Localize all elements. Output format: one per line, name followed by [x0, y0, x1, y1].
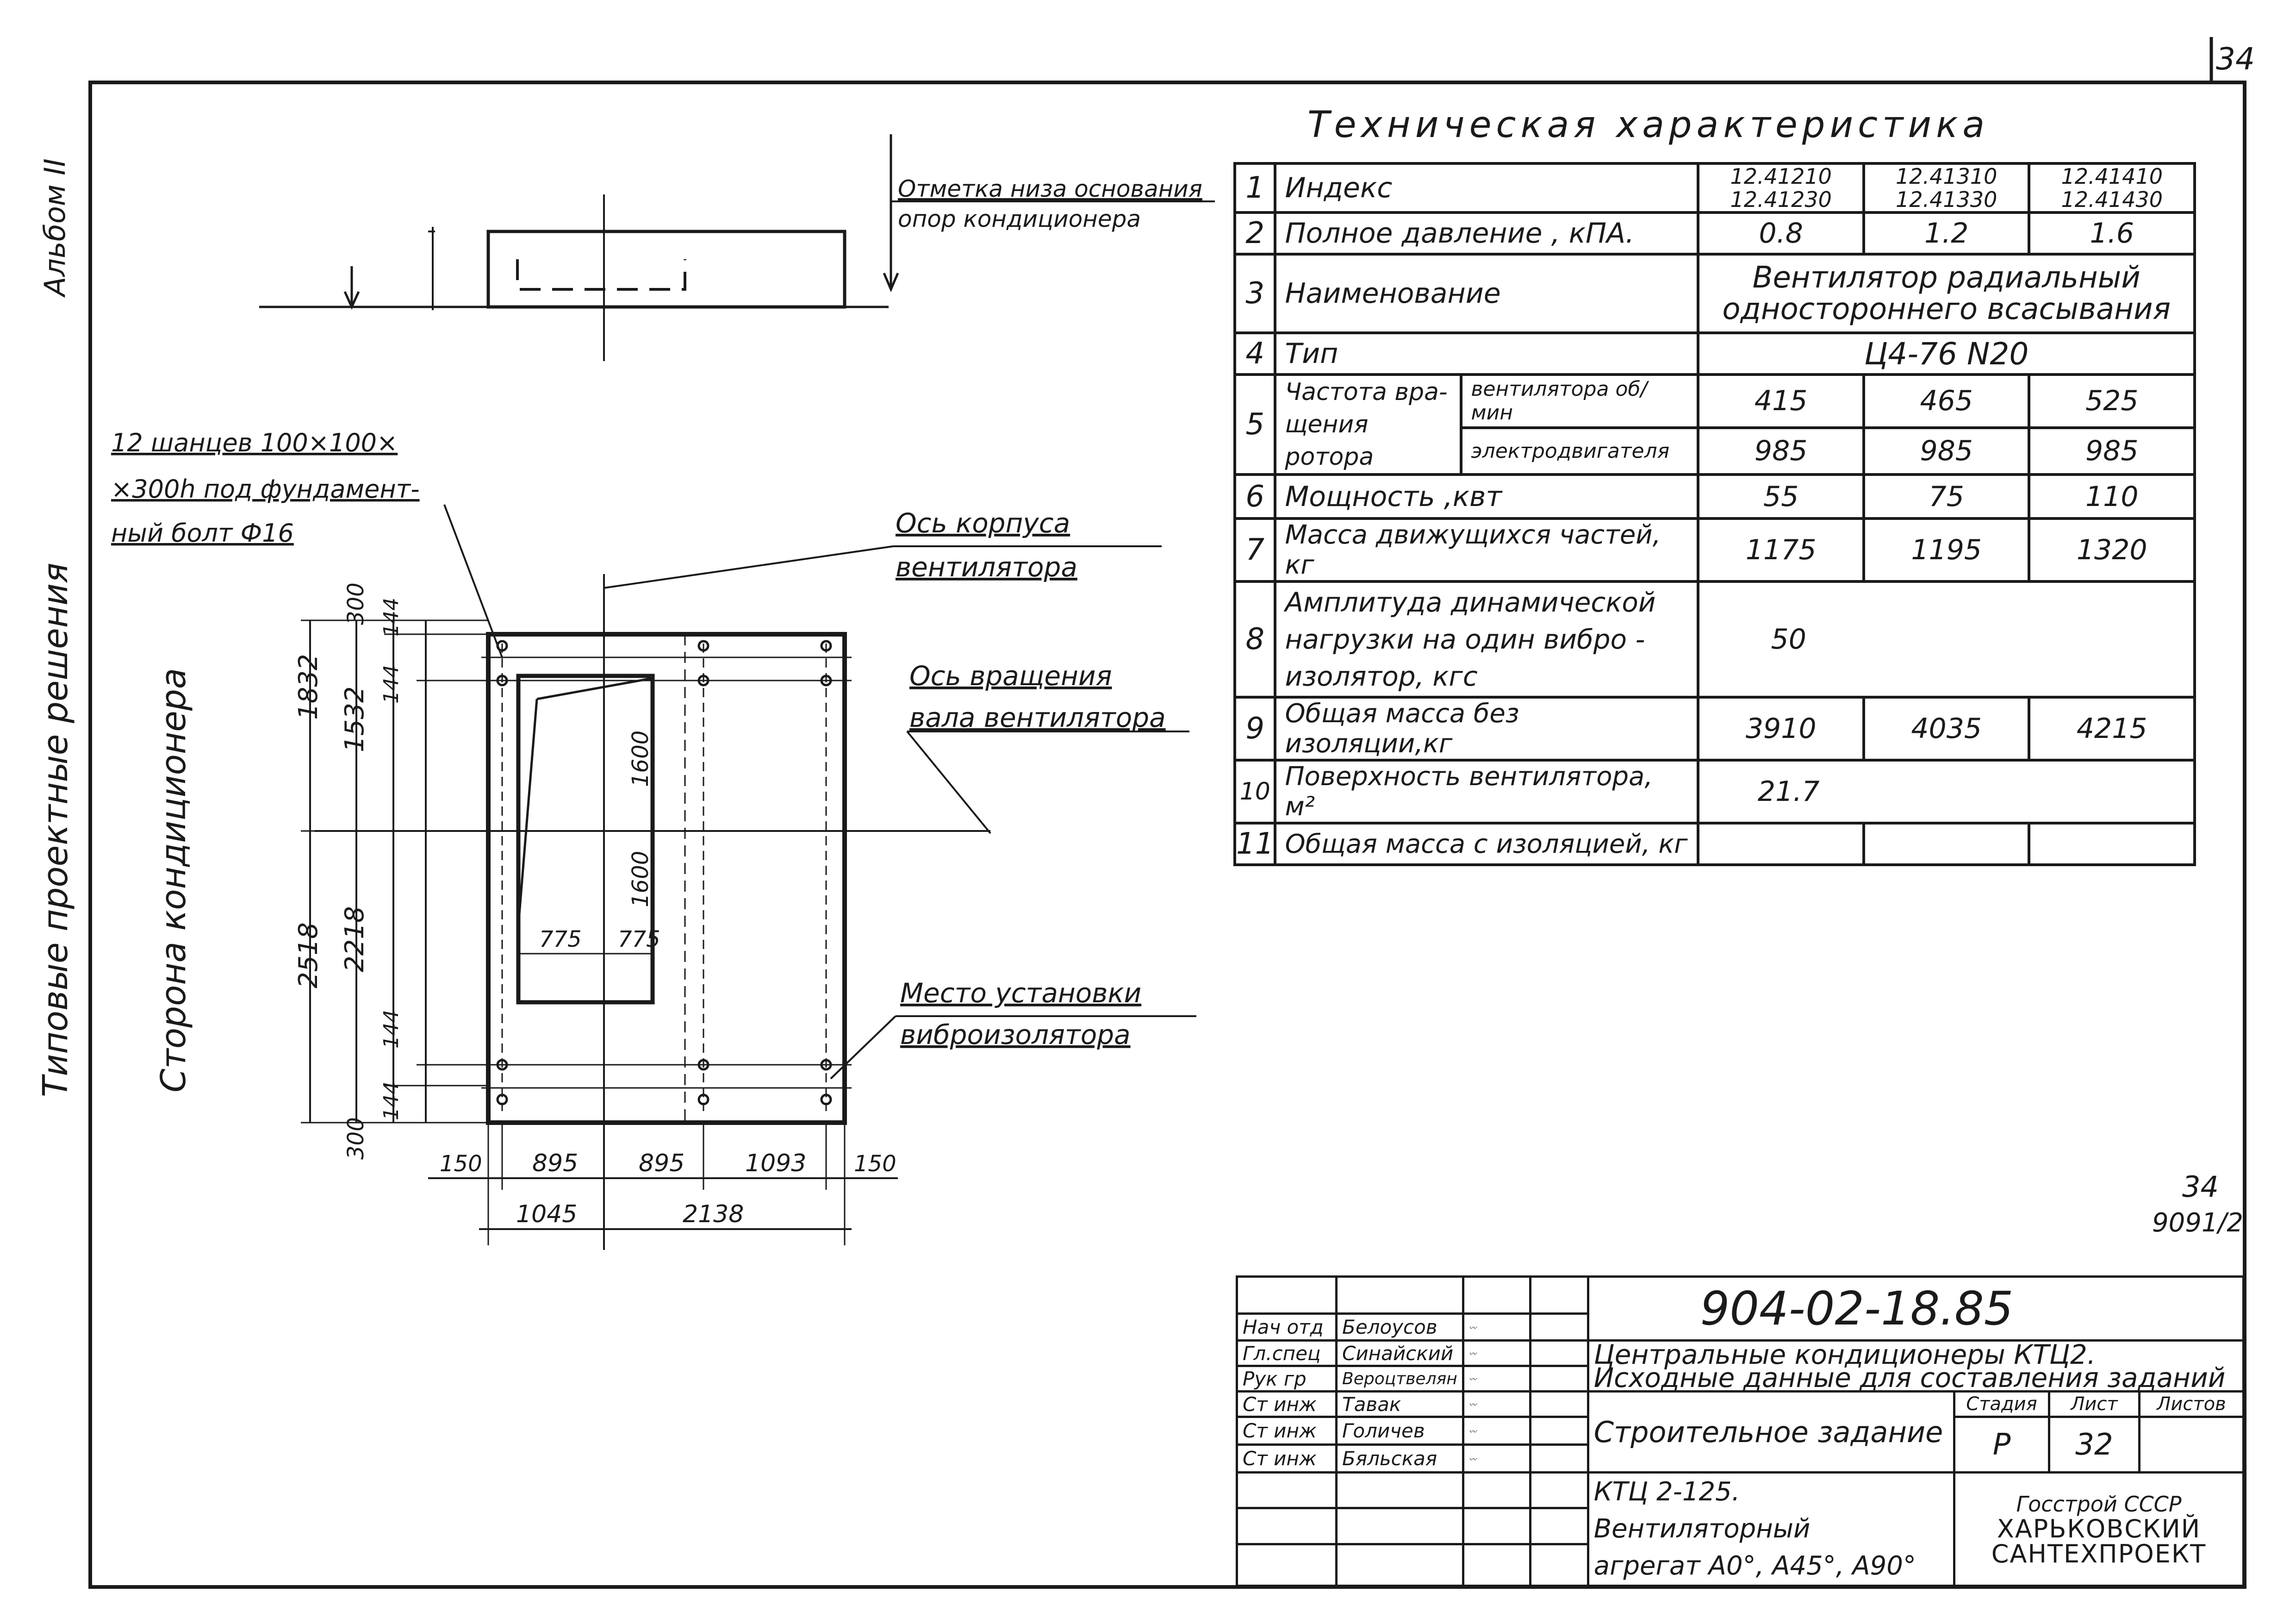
dim-150-left: 150: [440, 1151, 482, 1177]
dim-775-a: 775: [539, 926, 582, 952]
dim-1093: 1093: [745, 1149, 806, 1177]
dim-2218: 2218: [340, 906, 370, 972]
page-corner-number: 34: [2216, 41, 2255, 77]
spec-row-9: 9 Общая масса без изоляции,кг 3910 4035 …: [1233, 696, 2196, 762]
dim-150-right: 150: [854, 1151, 896, 1177]
org-line-3: САНТЕХПРОЕКТ: [1991, 1539, 2207, 1568]
doc-ref-top: 34: [2182, 1170, 2219, 1204]
role-2: Гл.спец: [1236, 1339, 1338, 1367]
dim-895-b: 895: [639, 1149, 684, 1177]
spec-row-6: 6 Мощность ,квт 55 75 110: [1233, 473, 2196, 520]
dim-2518: 2518: [293, 922, 324, 988]
dim-1532: 1532: [340, 686, 370, 752]
signature-1: 〰: [1468, 1323, 1476, 1332]
name-1: Белоусов: [1335, 1312, 1464, 1342]
dim-2138: 2138: [683, 1200, 744, 1228]
spec-title: Техническая характеристика: [1307, 104, 1989, 146]
bolt-note-1: 12 шанцев 100×100×: [111, 428, 398, 457]
top-elevation-view: [259, 134, 1215, 361]
role-4: Ст инж: [1236, 1390, 1338, 1418]
sheets-total: [2138, 1416, 2245, 1474]
dim-1832: 1832: [293, 654, 324, 720]
album-label: Альбом II: [38, 158, 72, 298]
signature-5: 〰: [1468, 1427, 1476, 1436]
dim-144-a: 144: [380, 598, 403, 637]
unit-name: КТЦ 2-125. Вентиляторный агрегат А0°, А4…: [1587, 1471, 1956, 1587]
spec-row-5b: электродвигателя 985 985 985: [1235, 426, 2196, 476]
spec-row-11: 11 Общая масса с изоляцией, кг: [1233, 822, 2196, 866]
org-line-1: Госстрой СССР: [2016, 1492, 2182, 1517]
sheet-number: 32: [2048, 1416, 2140, 1474]
organization: Госстрой СССР ХАРЬКОВСКИЙ САНТЕХПРОЕКТ: [1953, 1471, 2245, 1587]
dim-144-d: 144: [380, 1081, 403, 1120]
spec-row-3: 3 Наименование Вентилятор радиальный одн…: [1233, 253, 2196, 334]
dim-1600-a: 1600: [628, 731, 653, 787]
elevation-note-2: опор кондиционера: [898, 206, 1141, 232]
isolator-label-1: Место установки: [900, 977, 1141, 1009]
side-label: Сторона кондиционера: [154, 668, 193, 1093]
dim-144-c: 144: [380, 1010, 403, 1049]
dim-775-b: 775: [618, 926, 660, 952]
doc-title: Центральные кондиционеры КТЦ2. Исходные …: [1587, 1338, 2245, 1393]
sheet-title: Строительное задание: [1587, 1390, 1956, 1474]
spec-row-2: 2 Полное давление , кПА. 0.8 1.2 1.6: [1233, 211, 2196, 256]
sheet-frame: [88, 81, 2246, 1589]
elevation-note-1: Отметка низа основания: [898, 175, 1202, 202]
org-line-2: ХАРЬКОВСКИЙ: [1997, 1514, 2201, 1543]
stage-header: Стадия: [1953, 1390, 2050, 1418]
rotation-axis-label-2: вала вентилятора: [909, 702, 1166, 733]
spec-row-8: 8 Амплитуда динамической нагрузки на оди…: [1233, 580, 2196, 699]
unit-line-1: КТЦ 2-125. Вентиляторный: [1593, 1477, 1811, 1544]
doc-ref-bottom: 9091/2: [2152, 1208, 2243, 1238]
doc-title-line-2: Исходные данные для составления заданий: [1593, 1362, 2226, 1393]
name-3: Вероцтвелян: [1335, 1365, 1464, 1393]
unit-line-2: агрегат А0°, А45°, А90°: [1593, 1551, 1916, 1581]
plan-view: [301, 504, 1196, 1250]
isolator-label-2: виброизолятора: [900, 1019, 1131, 1050]
spec-row-4: 4 Тип Ц4-76 N20: [1233, 331, 2196, 376]
fan-axis-label-1: Ось корпуса: [896, 507, 1070, 539]
sheets-header: Листов: [2138, 1390, 2245, 1418]
signature-3: 〰: [1468, 1375, 1476, 1384]
signature-2: 〰: [1468, 1349, 1476, 1358]
role-5: Ст инж: [1236, 1416, 1338, 1446]
signature-4: 〰: [1468, 1400, 1476, 1409]
name-4: Тавак: [1335, 1390, 1464, 1418]
dim-1045: 1045: [516, 1200, 577, 1228]
series-label: Типовые проектные решения: [36, 562, 75, 1097]
spec-row-10: 10 Поверхность вентилятора, м² 21.7: [1233, 759, 2196, 824]
bolt-note-3: ный болт Ф16: [111, 518, 294, 548]
stage-value: Р: [1953, 1416, 2050, 1474]
bolt-note-2: ×300h под фундамент-: [111, 475, 420, 504]
doc-title-line-1: Центральные кондиционеры КТЦ2.: [1593, 1338, 2096, 1370]
name-2: Синайский: [1335, 1339, 1464, 1367]
signature-6: 〰: [1468, 1455, 1476, 1464]
dim-300-bottom: 300: [343, 1117, 369, 1160]
dim-300-top: 300: [343, 582, 369, 625]
dim-144-b: 144: [380, 665, 403, 704]
role-3: Рук гр: [1236, 1365, 1338, 1393]
spec-row-5a: 5 Частота вра- щения ротора вентилятора …: [1233, 373, 2196, 476]
doc-number: 904-02-18.85: [1587, 1275, 2245, 1342]
sheet-header: Лист: [2048, 1390, 2140, 1418]
spec-row-7: 7 Масса движущихся частей, кг 1175 1195 …: [1233, 517, 2196, 583]
spec-row-1: 1 Индекс 12.41210 12.41230 12.41310 12.4…: [1233, 162, 2196, 214]
role-1: Нач отд: [1236, 1312, 1338, 1342]
role-6: Ст инж: [1236, 1443, 1338, 1474]
name-6: Бяльская: [1335, 1443, 1464, 1474]
name-5: Голичев: [1335, 1416, 1464, 1446]
spec-table: 1 Индекс 12.41210 12.41230 12.41310 12.4…: [1233, 162, 2196, 866]
dim-895-a: 895: [532, 1149, 578, 1177]
rotation-axis-label-1: Ось вращения: [909, 660, 1112, 692]
fan-axis-label-2: вентилятора: [896, 551, 1077, 583]
dim-1600-b: 1600: [628, 851, 653, 907]
title-block: 904-02-18.85 Нач отд Белоусов 〰 Гл.спец …: [1236, 1275, 2245, 1587]
